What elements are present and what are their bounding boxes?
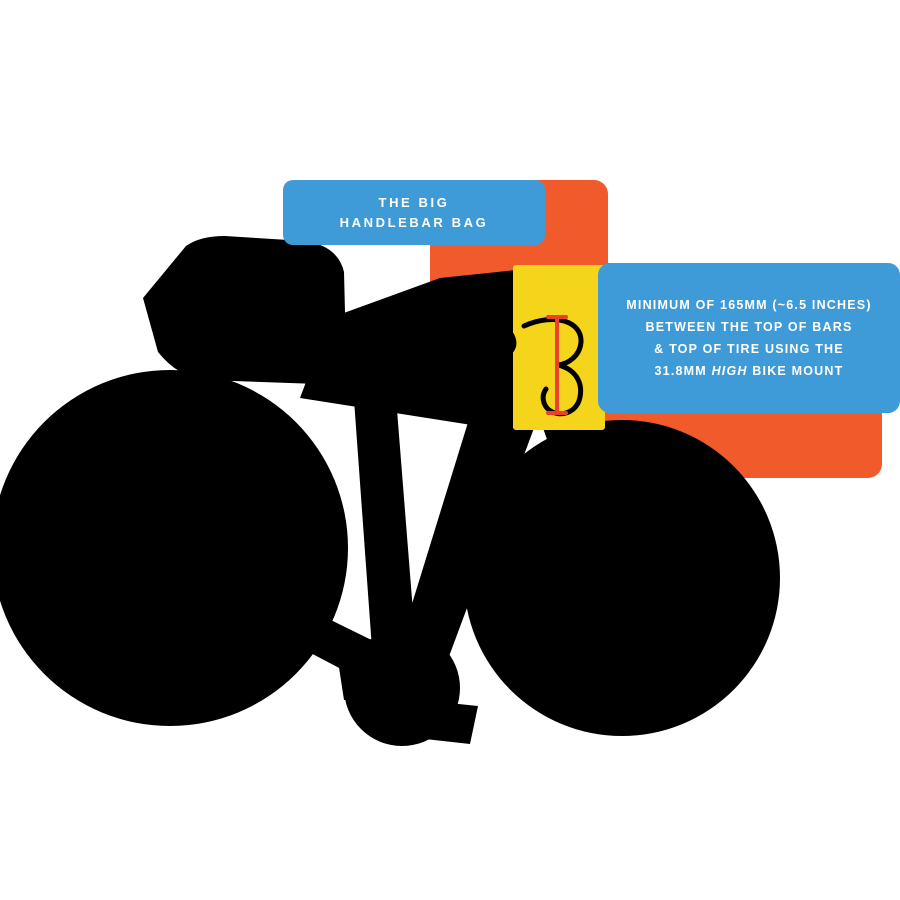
clearance-label-line4-italic: HIGH [711,364,748,378]
clearance-label-line2: BETWEEN THE TOP OF BARS [645,320,853,334]
handlebar-bag-label-line1: THE BIG [378,194,450,210]
handlebar-bag-label: THE BIG HANDLEBAR BAG [283,180,545,245]
clearance-label-line4-post: BIKE MOUNT [747,364,844,378]
down-tube [386,390,540,702]
drop-handlebar-outline-icon [487,317,584,417]
pedal-right [416,700,478,744]
seat-tube [352,372,420,704]
fork [543,428,648,596]
clearance-label-line4: 31.8MM HIGH BIKE MOUNT [655,360,844,382]
clearance-label-line1: MINIMUM OF 165MM (~6.5 INCHES) [626,298,872,312]
clearance-label-line4-pre: 31.8MM [654,364,712,378]
pedal-left [336,640,398,700]
vertical-measurement-line-icon [546,315,568,415]
seat-pack [143,236,346,384]
bicycle-silhouette-icon [0,236,780,746]
handlebar-bag-label-line2: HANDLEBAR BAG [339,214,489,230]
clearance-label: MINIMUM OF 165MM (~6.5 INCHES) BETWEEN T… [598,263,900,413]
clearance-label-line3: & TOP OF TIRE USING THE [654,342,844,356]
